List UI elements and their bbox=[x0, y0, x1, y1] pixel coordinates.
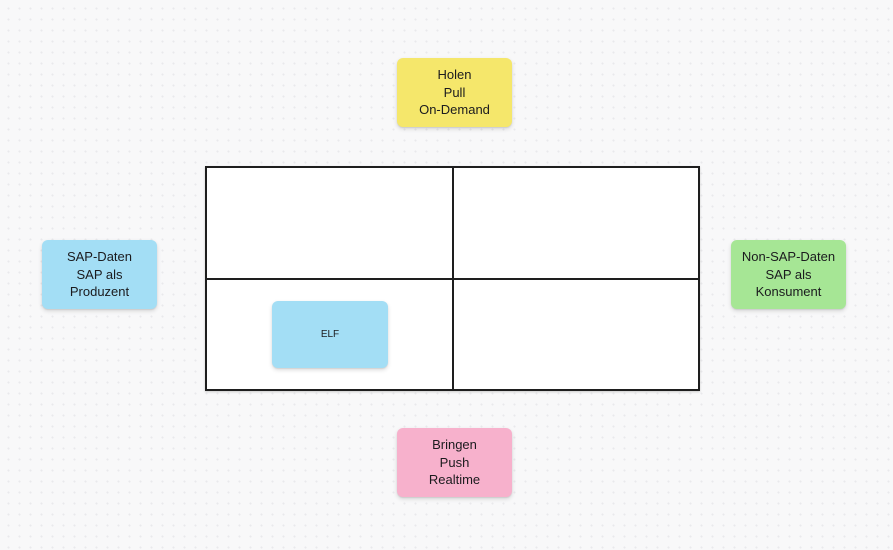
sticky-note-text: Non-SAP-Daten SAP als Konsument bbox=[741, 249, 836, 300]
sticky-note-sap-daten-produzent[interactable]: SAP-Daten SAP als Produzent bbox=[42, 240, 157, 309]
sticky-note-bringen-push-realtime[interactable]: Bringen Push Realtime bbox=[397, 428, 512, 497]
sticky-note-text: ELF bbox=[320, 329, 340, 340]
sticky-note-elf[interactable]: ELF bbox=[272, 301, 388, 368]
sticky-note-text: Holen Pull On-Demand bbox=[419, 67, 490, 118]
sticky-note-holen-pull-ondemand[interactable]: Holen Pull On-Demand bbox=[397, 58, 512, 127]
sticky-note-text: SAP-Daten SAP als Produzent bbox=[66, 249, 133, 300]
sticky-note-text: Bringen Push Realtime bbox=[428, 437, 481, 488]
sticky-note-non-sap-daten-konsument[interactable]: Non-SAP-Daten SAP als Konsument bbox=[731, 240, 846, 309]
matrix-horizontal-divider bbox=[207, 277, 698, 280]
